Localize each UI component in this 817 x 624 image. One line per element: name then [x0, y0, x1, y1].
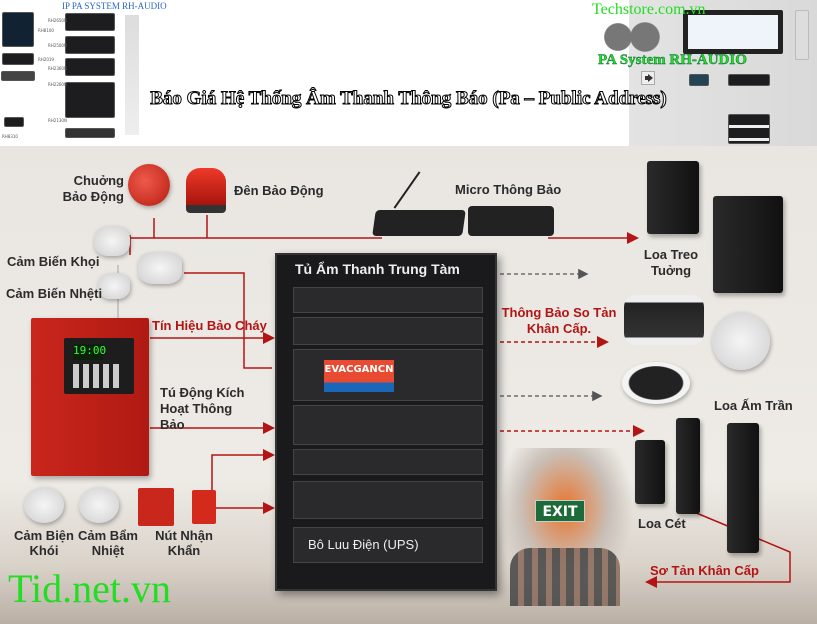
ceiling-speaker-label: Loa Ấm Trần: [714, 398, 793, 413]
cabinet-speaker-icon: [624, 295, 704, 345]
alarm-beacon-icon: [186, 168, 226, 213]
call-point-icon: [138, 488, 174, 526]
device-image: [2, 53, 34, 65]
device-label: RH2019: [38, 57, 54, 62]
tablet-image: [689, 74, 709, 86]
column-speaker-icon: [727, 423, 759, 553]
device-label: RH2500N: [48, 43, 67, 48]
monitor-image: [683, 10, 783, 54]
smoke-sensor-label: Cảm Biến Khọi: [7, 254, 100, 269]
bell-label: Chuởng Bảo Động: [62, 173, 124, 204]
switch-image: [1, 71, 35, 81]
call-button-label: Nút Nhận Khẩn: [155, 528, 213, 558]
speaker-sign-icon: [641, 71, 655, 85]
wall-speaker-icon: [713, 196, 783, 293]
right-caption: PA System RH-AUDIO: [598, 52, 747, 68]
rack-unit-controller: EVACGANCN: [293, 349, 483, 401]
horn-speakers-image: [600, 22, 660, 52]
exit-sign: EXIT: [535, 500, 585, 522]
column-speaker-image: [795, 10, 809, 60]
page-title: Báo Giá Hệ Thống Âm Thanh Thông Báo (Pa …: [150, 88, 667, 110]
panel-display: 19:00: [73, 344, 106, 360]
tid-watermark: Tid.net.vn: [8, 566, 172, 611]
device-label: RH8100: [38, 28, 54, 33]
auto-trigger-label: Tú Động Kích Hoạt Thông Bảo: [160, 385, 245, 432]
paging-console-icon: [468, 206, 554, 236]
banner: IP PA SYSTEM RH-AUDIO RH8100 RH2019 RH83…: [0, 0, 817, 146]
paging-microphone-icon: [372, 210, 466, 236]
sensor-line: [184, 272, 272, 369]
column-speaker-icon: [635, 440, 665, 504]
evacuation-label: Sơ Tản Khân Cấp: [650, 563, 759, 578]
wall-speaker-label: Loa Treo Tuởng: [643, 247, 699, 278]
sensor-icon: [138, 252, 182, 284]
device-label: RH2360N: [48, 66, 67, 71]
rack-unit-amplifier: [293, 317, 483, 345]
fire-alarm-panel: 19:00: [31, 318, 149, 476]
amplifier-image: [65, 13, 115, 31]
server-image: [2, 12, 34, 47]
rack-unit-mixer: [293, 449, 483, 475]
evacuating-people: [510, 548, 620, 606]
heat-sensor-icon: [98, 273, 130, 299]
heat-detector-icon: [79, 487, 119, 523]
microphone-label: Micro Thông Bảo: [455, 182, 562, 197]
amplifier-image: [65, 58, 115, 76]
rack-title: Tủ Ẩm Thanh Trung Tàm: [295, 261, 460, 277]
rack-image: [728, 74, 770, 86]
device-label: RH2650N: [48, 18, 67, 23]
column-speaker-icon: [676, 418, 700, 514]
alarm-bell-icon: [128, 164, 170, 206]
smoke-sensor-icon: [94, 226, 130, 256]
rack-unit-amplifier: [293, 405, 483, 445]
evac-notice-label: Thông Bảo So Tản Khân Cấp.: [501, 305, 617, 336]
heat-sensor-label: Cảm Biến Nhệti: [6, 286, 103, 301]
techstore-watermark: Techstore.com.vn: [592, 1, 706, 18]
speakers-image: [125, 15, 139, 135]
switch-image: [65, 128, 115, 138]
heat-detector-label: Cảm Bẩm Nhiệt: [78, 528, 138, 558]
wall-speaker-icon: [647, 161, 699, 234]
banner-left-caption: IP PA SYSTEM RH-AUDIO: [62, 1, 167, 11]
device-label: RH2260N: [48, 82, 67, 87]
alarm-line: [128, 215, 382, 239]
recessed-speaker-icon: [622, 362, 690, 404]
device-label: RH8310: [2, 134, 18, 139]
microphone-console-image: [4, 117, 24, 127]
rack-image: [728, 114, 770, 144]
amplifier-image: [65, 82, 115, 118]
central-rack: Tủ Ẩm Thanh Trung Tàm EVACGANCN Bô Luu Đ…: [275, 253, 497, 591]
button-arrow: [211, 449, 275, 490]
rack-screen: EVACGANCN: [324, 360, 394, 392]
fire-signal-label: Tín Hiệu Bảo Cháy: [152, 318, 267, 333]
beacon-label: Đên Bảo Động: [234, 183, 324, 198]
device-label: RH2130N: [48, 118, 67, 123]
smoke-detector-label: Cảm Biện Khói: [14, 528, 74, 558]
manual-button-icon: [192, 490, 216, 524]
rack-unit-tuner: [293, 287, 483, 313]
column-speaker-label: Loa Cét: [638, 516, 686, 531]
rack-unit-power: [293, 481, 483, 519]
ups-unit: Bô Luu Điện (UPS): [293, 527, 483, 563]
smoke-detector-icon: [24, 487, 64, 523]
ceiling-speaker-icon: [712, 312, 770, 370]
amplifier-image: [65, 36, 115, 54]
panel-keypad: [73, 364, 123, 388]
